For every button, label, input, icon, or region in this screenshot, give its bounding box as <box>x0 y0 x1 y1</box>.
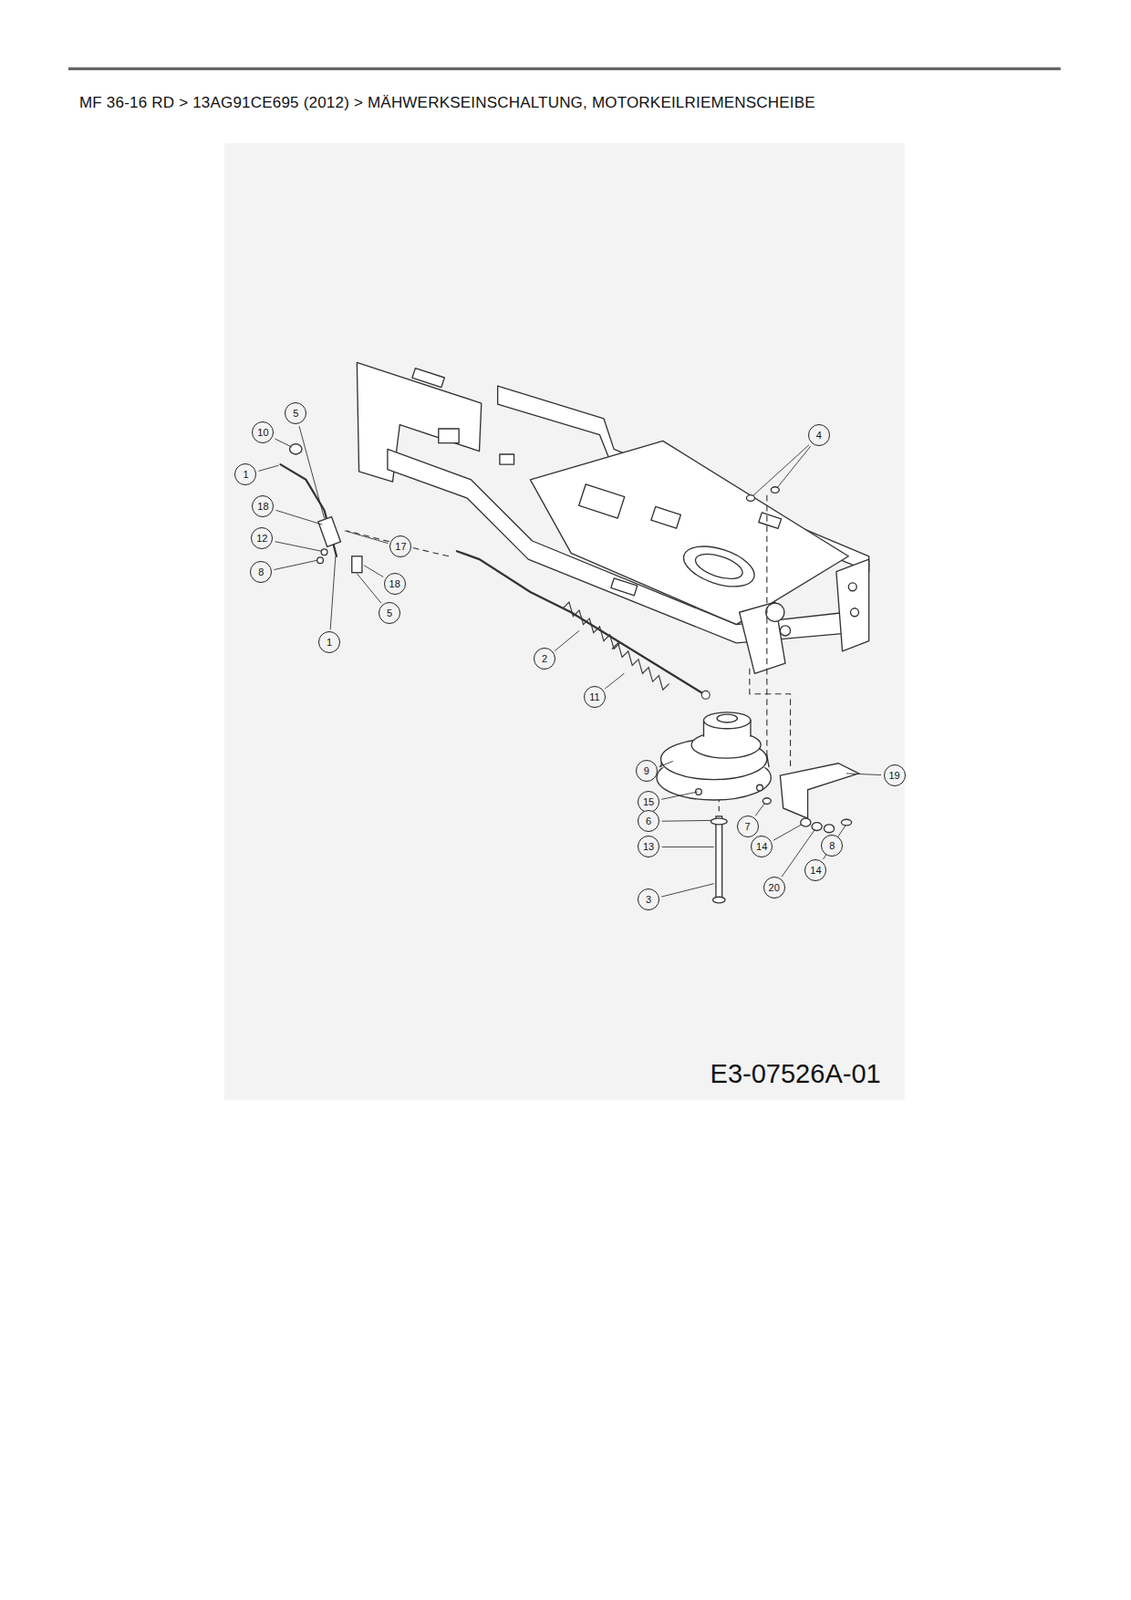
leader-line <box>273 560 317 570</box>
control-rod <box>280 464 704 695</box>
leader-line <box>275 541 322 551</box>
callout-number: 18 <box>383 572 406 595</box>
springs <box>562 601 710 699</box>
callout-number: 5 <box>378 601 401 624</box>
leader-line <box>773 824 802 841</box>
leader-line <box>604 673 624 689</box>
leader-line <box>661 883 714 897</box>
leader-line <box>661 791 697 799</box>
leader-line <box>829 831 831 833</box>
figure-id: E3-07526A-01 <box>710 1058 882 1090</box>
clutch <box>656 712 771 800</box>
leader-line <box>662 819 713 822</box>
page-title: MF 36-16 RD > 13AG91CE695 (2012) > MÄHWE… <box>79 93 816 113</box>
leader-line <box>344 530 389 544</box>
leader-line <box>330 556 336 631</box>
frame <box>356 362 869 674</box>
assembly-lines <box>346 495 790 812</box>
top-rule <box>68 67 1061 71</box>
callout-number: 11 <box>583 685 606 708</box>
leader-line <box>363 565 384 578</box>
callout-number: 7 <box>736 815 759 838</box>
leader-line <box>755 802 765 816</box>
leader-line <box>752 445 810 497</box>
leader-line <box>258 465 279 471</box>
leader-line <box>299 425 324 519</box>
hardware <box>290 444 860 903</box>
callout-number: 18 <box>251 495 274 518</box>
leader-line <box>274 438 291 447</box>
callout-number: 20 <box>763 876 786 899</box>
leader-line <box>662 846 715 848</box>
leader-lines <box>258 425 882 897</box>
leader-line <box>356 573 382 603</box>
callout-number: 13 <box>637 835 660 858</box>
leader-line <box>554 630 580 651</box>
leader-line <box>846 773 882 776</box>
image-ground <box>224 143 905 1100</box>
callout-number: 5 <box>284 402 307 425</box>
leader-line <box>658 761 674 768</box>
leader-line <box>777 446 811 488</box>
leader-line <box>275 509 322 525</box>
callout-number: 19 <box>883 764 906 787</box>
